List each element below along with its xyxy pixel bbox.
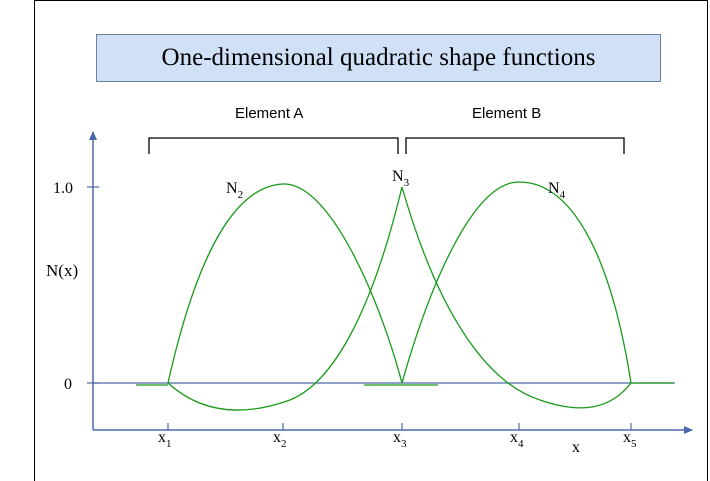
element-b-label: Element B	[472, 105, 542, 122]
curve-label-n3: N3	[392, 168, 410, 189]
curve-n3-element-b	[401, 186, 632, 409]
node-label-x1: x1	[158, 429, 172, 450]
curve-n1-element-a	[167, 186, 403, 411]
x-axis-label: x	[572, 439, 580, 456]
element-a-bracket	[148, 137, 399, 154]
curve-label-n4: N4	[548, 180, 566, 201]
y-tick-label-zero: 0	[64, 376, 72, 393]
curve-n4	[401, 181, 632, 384]
y-axis-label: N(x)	[46, 261, 78, 280]
node-label-x5: x5	[623, 429, 637, 450]
y-tick-label-one: 1.0	[53, 180, 73, 197]
element-a-label: Element A	[235, 105, 304, 122]
slide-frame	[34, 0, 708, 481]
curve-label-n2: N2	[226, 180, 243, 201]
node-label-x4: x4	[510, 429, 524, 450]
node-label-x3: x3	[393, 429, 407, 450]
element-b-bracket	[405, 137, 625, 154]
curve-n2	[167, 183, 403, 384]
node-label-x2: x2	[273, 429, 287, 450]
diagram-title: One-dimensional quadratic shape function…	[96, 34, 661, 82]
